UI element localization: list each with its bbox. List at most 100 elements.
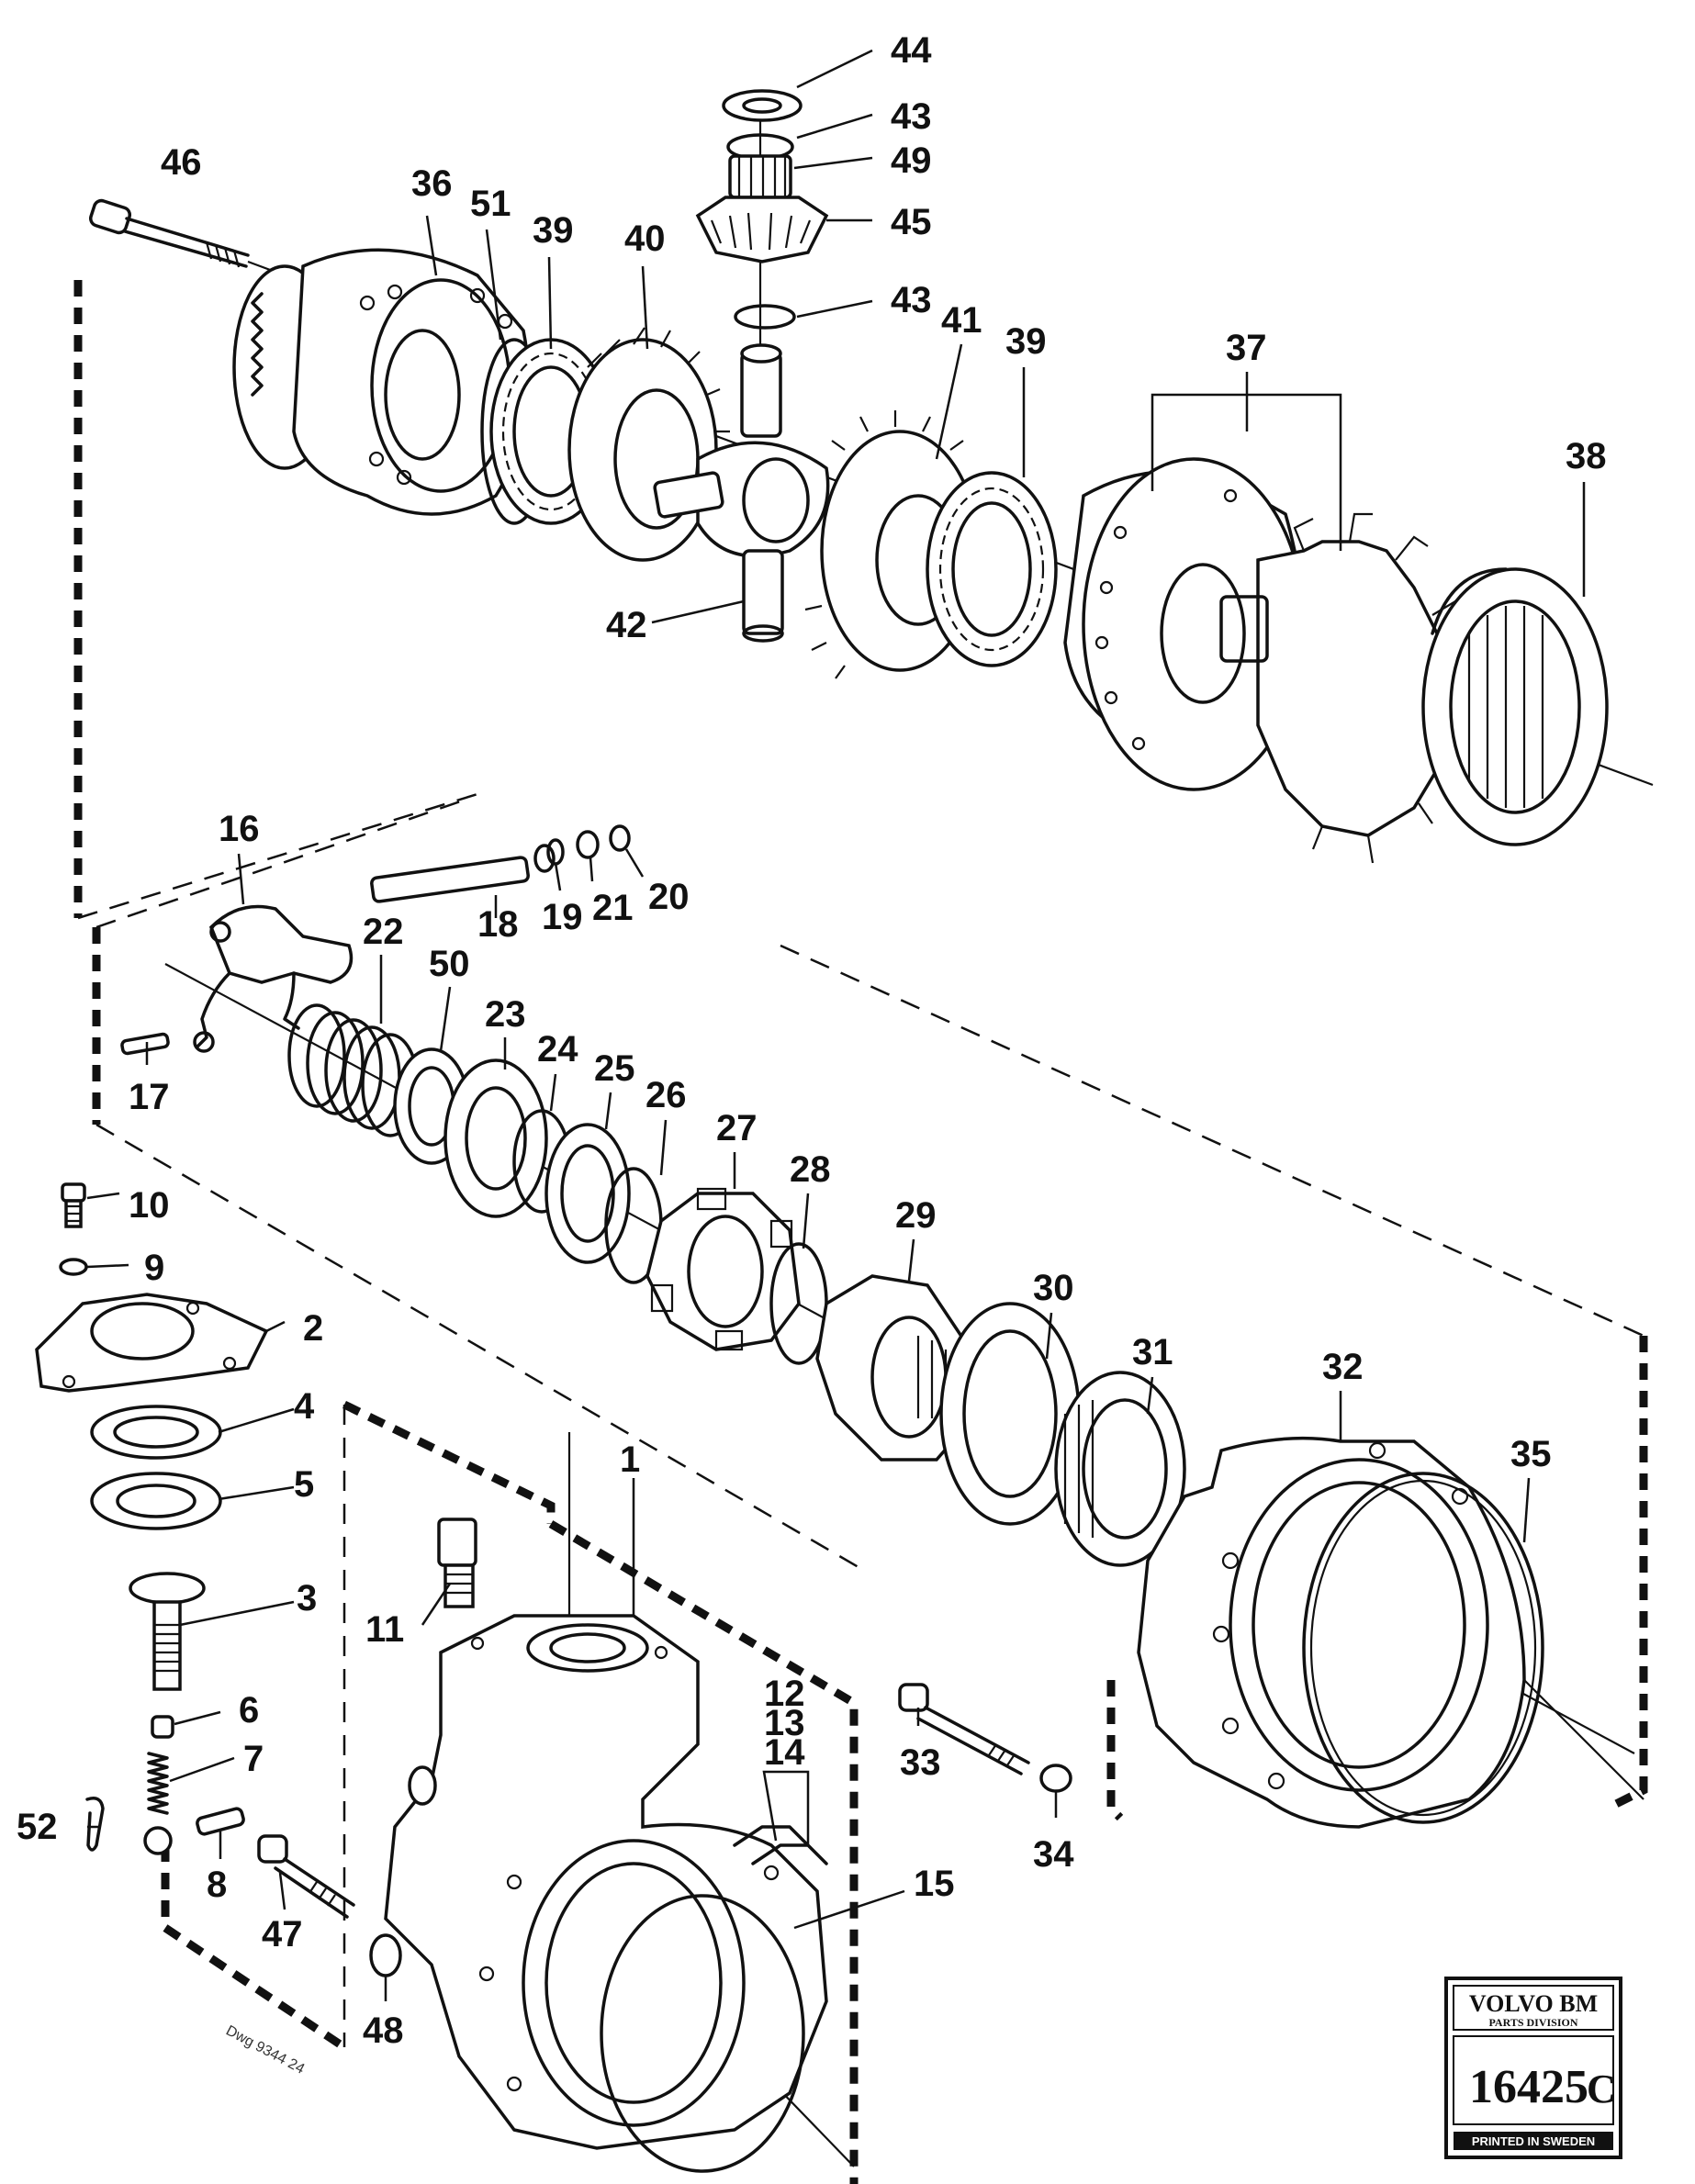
ring-25 bbox=[544, 1123, 631, 1264]
badge-division: PARTS DIVISION bbox=[1488, 2016, 1577, 2029]
callout-1: 1 bbox=[620, 1439, 640, 1480]
washer-9 bbox=[59, 1258, 88, 1276]
callout-20: 20 bbox=[648, 877, 690, 917]
volvo-bm-badge: VOLVO BM PARTS DIVISION 16425 C PRINTED … bbox=[1444, 1977, 1622, 2159]
washer-21 bbox=[576, 830, 600, 859]
housing-32 bbox=[1137, 1436, 1526, 1829]
callout-44: 44 bbox=[891, 30, 932, 71]
callout-49: 49 bbox=[891, 140, 932, 181]
differential-assembly bbox=[88, 89, 1609, 864]
callout-35: 35 bbox=[1510, 1434, 1552, 1474]
crown-gear-37 bbox=[1063, 457, 1473, 864]
callout-9: 9 bbox=[144, 1248, 164, 1288]
callout-32: 32 bbox=[1322, 1347, 1364, 1387]
callout-22: 22 bbox=[363, 912, 404, 952]
washer-34 bbox=[1039, 1764, 1072, 1793]
ring-19 bbox=[546, 838, 565, 866]
washer-48 bbox=[369, 1933, 402, 1977]
callout-33: 33 bbox=[900, 1742, 941, 1783]
callout-29: 29 bbox=[895, 1195, 937, 1236]
sleeve-23 bbox=[443, 1058, 548, 1218]
pinion-stack bbox=[695, 89, 829, 330]
seal-4 bbox=[90, 1405, 222, 1460]
callout-43: 43 bbox=[891, 280, 932, 320]
callout-4: 4 bbox=[294, 1386, 315, 1427]
callout-37: 37 bbox=[1226, 328, 1267, 368]
callout-30: 30 bbox=[1033, 1268, 1074, 1308]
callout-3: 3 bbox=[297, 1578, 317, 1618]
callout-39: 39 bbox=[533, 210, 574, 251]
callout-19: 19 bbox=[542, 897, 583, 937]
callout-28: 28 bbox=[790, 1149, 831, 1190]
badge-footer: PRINTED IN SWEDEN bbox=[1472, 2134, 1595, 2148]
o-ring-35 bbox=[1302, 1472, 1544, 1824]
callout-46: 46 bbox=[161, 142, 202, 183]
shaft-assembly bbox=[120, 824, 1544, 1829]
callout-labels: 44 43 49 45 43 46 36 51 39 40 41 39 37 3… bbox=[17, 30, 1607, 2051]
callout-5: 5 bbox=[294, 1464, 314, 1505]
pin-18 bbox=[370, 844, 556, 903]
ball bbox=[143, 1826, 173, 1855]
screw-10 bbox=[61, 1182, 86, 1228]
drawing-mark: Dwg 9344 24 bbox=[223, 2023, 307, 2078]
spring-7 bbox=[147, 1752, 169, 1815]
cross-42 bbox=[653, 343, 830, 643]
callout-23: 23 bbox=[485, 994, 526, 1035]
callout-6: 6 bbox=[239, 1690, 259, 1730]
callout-2: 2 bbox=[303, 1308, 323, 1349]
callout-40: 40 bbox=[624, 218, 666, 259]
spring-22 bbox=[287, 1003, 420, 1137]
callout-16: 16 bbox=[219, 809, 260, 849]
callout-52: 52 bbox=[17, 1807, 58, 1847]
shaft-3 bbox=[129, 1572, 206, 1691]
housing-1 bbox=[384, 1614, 828, 2150]
callout-12: 12 bbox=[764, 1674, 805, 1714]
group-outlines bbox=[73, 280, 1648, 2184]
callout-48: 48 bbox=[363, 2010, 404, 2051]
callout-31: 31 bbox=[1132, 1332, 1173, 1372]
cover-plate-2 bbox=[35, 1293, 269, 1393]
callout-11: 11 bbox=[365, 1609, 404, 1650]
callout-25: 25 bbox=[594, 1048, 635, 1089]
housing-36 bbox=[232, 248, 531, 516]
callout-50: 50 bbox=[429, 944, 470, 984]
o-ring-15 bbox=[600, 1894, 805, 2173]
callout-26: 26 bbox=[645, 1075, 687, 1115]
clip-52 bbox=[85, 1797, 105, 1852]
callout-24: 24 bbox=[537, 1029, 578, 1070]
pin-8 bbox=[196, 1807, 245, 1836]
leader-lines bbox=[86, 49, 1586, 2001]
callout-41: 41 bbox=[941, 300, 982, 341]
callout-15: 15 bbox=[914, 1864, 955, 1904]
callout-36: 36 bbox=[411, 163, 453, 204]
callout-7: 7 bbox=[243, 1739, 264, 1779]
bearing-38 bbox=[1421, 567, 1609, 846]
plug-6 bbox=[151, 1715, 174, 1739]
clip-20 bbox=[609, 824, 631, 852]
callout-45: 45 bbox=[891, 202, 932, 242]
callout-27: 27 bbox=[716, 1108, 758, 1148]
badge-number: 16425 bbox=[1469, 2061, 1588, 2113]
bearing-39-right bbox=[926, 471, 1058, 667]
bolt-46 bbox=[88, 198, 250, 268]
bolt-47 bbox=[257, 1834, 355, 1919]
badge-brand: VOLVO BM bbox=[1469, 1990, 1598, 2017]
callout-14: 14 bbox=[764, 1732, 805, 1773]
sensor-11 bbox=[437, 1518, 477, 1608]
callout-38: 38 bbox=[1566, 436, 1607, 476]
callout-10: 10 bbox=[129, 1185, 170, 1226]
callout-47: 47 bbox=[262, 1914, 303, 1954]
callout-34: 34 bbox=[1033, 1834, 1074, 1875]
bearing-31 bbox=[1054, 1371, 1186, 1567]
badge-suffix: C bbox=[1587, 2066, 1616, 2111]
callout-21: 21 bbox=[592, 888, 634, 928]
callout-17: 17 bbox=[129, 1077, 170, 1117]
lower-assembly bbox=[35, 1182, 1072, 2173]
seal-5 bbox=[90, 1472, 222, 1530]
clutch-27 bbox=[645, 1187, 801, 1351]
callout-39: 39 bbox=[1005, 321, 1047, 362]
callout-42: 42 bbox=[606, 605, 647, 645]
callout-13: 13 bbox=[764, 1703, 805, 1743]
callout-43: 43 bbox=[891, 96, 932, 137]
